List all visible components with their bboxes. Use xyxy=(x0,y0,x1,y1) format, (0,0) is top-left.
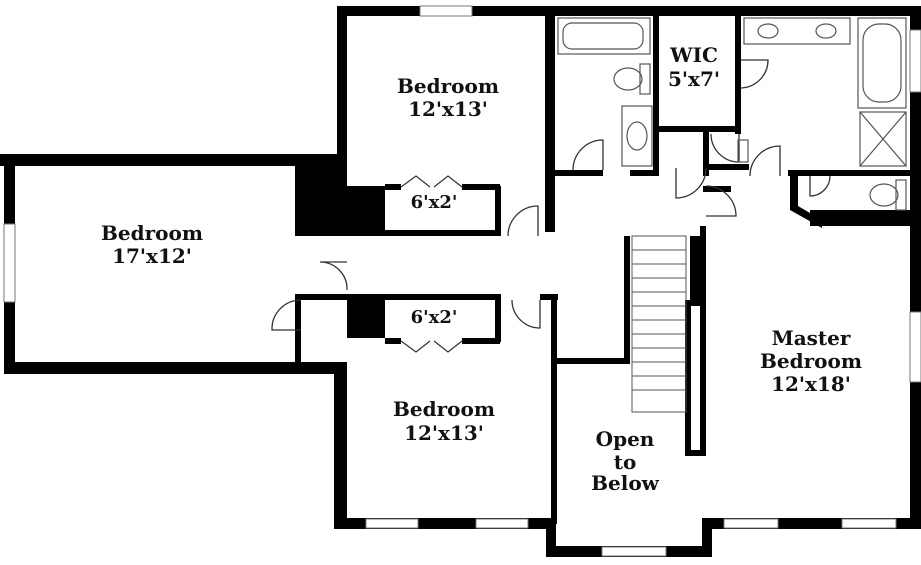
bedroom-bottom-size: 12'x13' xyxy=(404,421,484,445)
toilet-icon xyxy=(613,63,907,211)
wic-size: 5'x7' xyxy=(668,67,720,91)
master-bath-diagonal-wall xyxy=(790,170,822,228)
bedroom-top-size: 12'x13' xyxy=(408,97,488,121)
door-swing-icon xyxy=(271,59,831,331)
closet-top-size: 6'x2' xyxy=(411,192,458,213)
shower-icon xyxy=(859,111,907,167)
stairs-icon xyxy=(631,235,687,413)
closet-bottom-size: 6'x2' xyxy=(411,307,458,328)
sink-icon xyxy=(621,23,837,167)
window-icon xyxy=(3,5,921,557)
interior-walls xyxy=(295,14,912,524)
bedroom-left-name: Bedroom xyxy=(101,221,203,245)
open-line3: Below xyxy=(591,471,660,495)
bedroom-bottom-name: Bedroom xyxy=(393,397,495,421)
bedroom-top-name: Bedroom xyxy=(397,74,499,98)
master-line1: Master xyxy=(772,326,851,350)
master-size: 12'x18' xyxy=(771,372,851,396)
bathtub-icon xyxy=(557,17,907,109)
master-line2: Bedroom xyxy=(760,349,862,373)
wic-name: WIC xyxy=(669,43,718,67)
open-line2: to xyxy=(614,450,637,474)
open-line1: Open xyxy=(596,427,655,451)
bedroom-left-size: 17'x12' xyxy=(112,244,192,268)
closet-doors xyxy=(400,175,463,353)
